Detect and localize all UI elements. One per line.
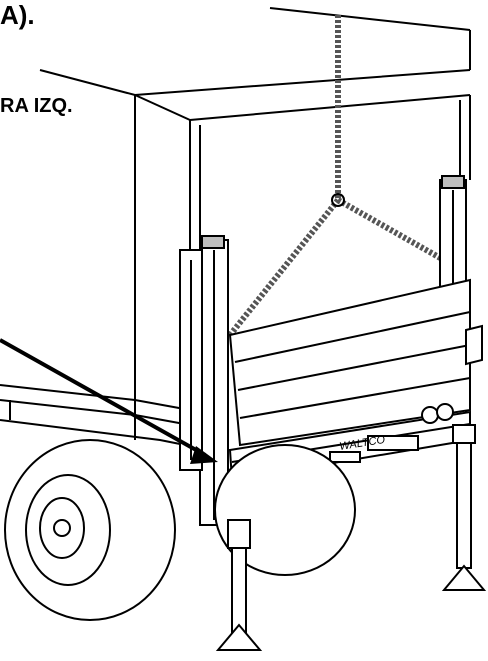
pointer-arrow — [0, 338, 218, 464]
chain-hook — [331, 193, 345, 207]
side-callout-label: RA IZQ. — [0, 95, 73, 117]
instruction-fragment-top: A). — [0, 0, 35, 30]
platform-folded — [228, 278, 483, 447]
jack-stands — [215, 424, 487, 651]
left-column — [179, 235, 229, 526]
rear-wheels — [4, 439, 356, 621]
lifting-chain — [227, 15, 467, 337]
